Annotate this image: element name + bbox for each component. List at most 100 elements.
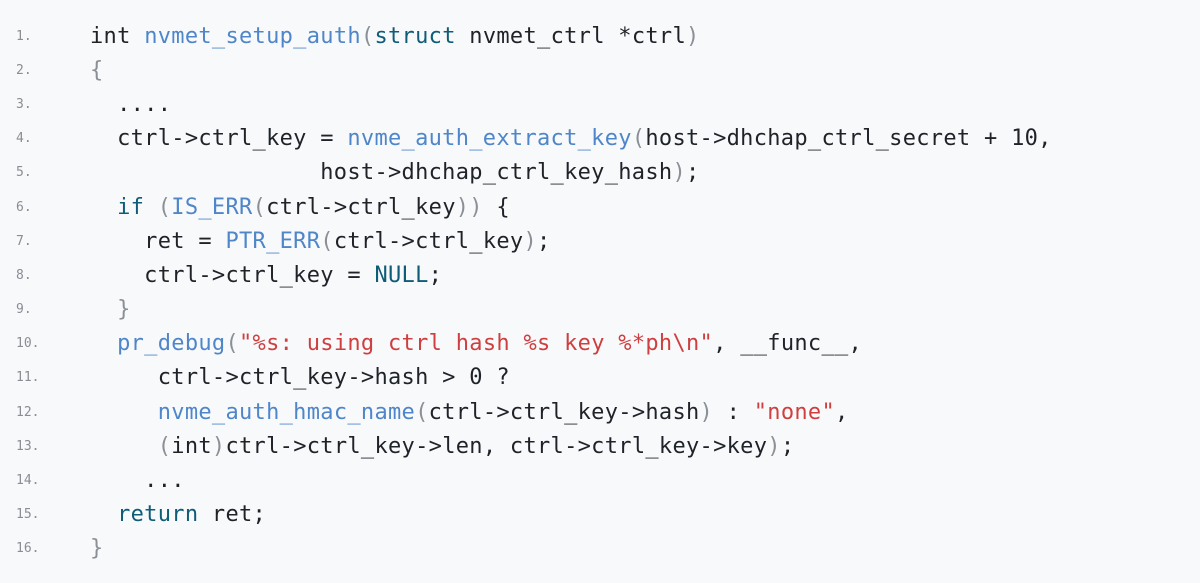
code-token: ; [780,433,795,459]
line-number: 15. [16,507,40,523]
code-token: if [117,194,145,220]
code-token: return [117,502,199,528]
code-token [90,297,117,322]
code-text: ret = PTR_ERR(ctrl->ctrl_key); [90,229,551,254]
code-token: ( [415,399,429,425]
line-number: 14. [16,473,40,489]
code-line: 3. .... [0,87,1200,121]
code-token: ( [157,194,172,220]
code-token: nvme_auth_extract_key [347,126,632,152]
code-text: (int)ctrl->ctrl_key->len, ctrl->ctrl_key… [90,434,794,459]
code-line: 13. (int)ctrl->ctrl_key->len, ctrl->ctrl… [0,429,1200,463]
code-token: } [117,297,131,323]
code-token: ctrl->ctrl_key->hash [428,399,700,425]
line-number: 5. [16,165,32,181]
code-text: return ret; [90,502,266,527]
code-line: 7. ret = PTR_ERR(ctrl->ctrl_key); [0,224,1200,258]
code-token: ) [523,228,538,254]
code-token: } [90,536,104,562]
code-token: ctrl->ctrl_key->hash > 0 ? [90,365,510,391]
code-token: ctrl->ctrl_key [333,228,524,254]
code-token: ; [428,262,443,288]
code-token: nvmet_ctrl *ctrl [455,23,687,49]
code-token: ) [211,433,226,459]
line-number: 2. [16,62,32,78]
code-token: NULL [374,262,429,288]
code-token: ( [360,23,375,49]
code-token [90,195,117,220]
code-text: .... [90,92,171,117]
code-token: ret; [198,502,267,528]
code-token: host->dhchap_ctrl_secret + 10, [645,126,1052,152]
code-line: 4. ctrl->ctrl_key = nvme_auth_extract_ke… [0,122,1200,156]
code-text: ctrl->ctrl_key->hash > 0 ? [90,365,510,390]
code-line: 9. } [0,293,1200,327]
line-number: 11. [16,370,40,386]
code-token: { [90,57,104,83]
code-token [90,434,158,459]
line-number: 6. [16,199,32,215]
code-token: : [713,399,754,425]
code-token: ctrl->ctrl_key = [90,126,348,152]
code-token: ( [252,194,267,220]
code-line: 12. nvme_auth_hmac_name(ctrl->ctrl_key->… [0,395,1200,429]
code-token: , [835,399,849,425]
code-line: 6. if (IS_ERR(ctrl->ctrl_key)) { [0,190,1200,224]
code-text: } [90,536,104,561]
line-number: 4. [16,131,32,147]
code-token: ) [672,160,686,186]
line-number: 3. [16,96,32,112]
code-token: int [171,433,212,459]
code-token: ctrl->ctrl_key = [90,262,375,288]
code-line: 1. int nvmet_setup_auth(struct nvmet_ctrl… [0,19,1200,53]
code-token: nvme_auth_hmac_name [157,399,416,425]
code-token: ( [225,331,240,357]
code-text: if (IS_ERR(ctrl->ctrl_key)) { [90,195,510,220]
code-line: 5. host->dhchap_ctrl_key_hash); [0,156,1200,190]
code-token: , __func__, [713,331,863,357]
line-number: 9. [16,302,32,318]
code-token: ) [699,399,714,425]
code-token: ) [767,433,781,459]
code-text: pr_debug("%s: using ctrl hash %s key %*p… [90,331,862,356]
line-number: 8. [16,267,32,283]
line-number: 12. [16,404,40,420]
code-token: ( [320,228,334,254]
code-text: ... [90,468,185,493]
code-token: "none" [753,399,836,425]
code-token: int [90,23,145,49]
code-token [90,502,117,527]
code-token: )) [455,194,483,220]
code-token: ... [90,468,185,494]
code-text: ctrl->ctrl_key = NULL; [90,263,442,288]
code-text: nvme_auth_hmac_name(ctrl->ctrl_key->hash… [90,400,849,425]
code-token: ctrl->ctrl_key->len, ctrl->ctrl_key->key [225,433,768,459]
line-number: 7. [16,233,32,249]
code-token: PTR_ERR [225,228,321,254]
code-line: 2. { [0,53,1200,87]
code-token: ; [686,160,700,186]
code-token: "%s: using ctrl hash %s key %*ph\n" [239,331,714,357]
code-token: .... [90,91,172,117]
code-token: pr_debug [117,331,226,357]
code-line: 11. ctrl->ctrl_key->hash > 0 ? [0,361,1200,395]
code-token: ; [537,228,551,254]
code-token: host->dhchap_ctrl_key_hash [90,160,673,186]
code-token [144,195,158,220]
code-token: ) [686,23,700,49]
code-token: { [482,194,510,220]
code-text: { [90,58,104,83]
code-line: 8. ctrl->ctrl_key = NULL; [0,258,1200,292]
line-number: 13. [16,438,40,454]
code-text: int nvmet_setup_auth(struct nvmet_ctrl *… [90,24,700,49]
code-line: 16.} [0,532,1200,566]
line-number: 1. [16,28,32,44]
code-token [90,400,158,425]
code-line: 15. return ret; [0,498,1200,532]
code-token: ( [631,126,646,152]
code-line: 14. ... [0,463,1200,497]
line-number: 10. [16,336,40,352]
code-token: ret = [90,228,226,254]
code-token: ( [157,433,172,459]
